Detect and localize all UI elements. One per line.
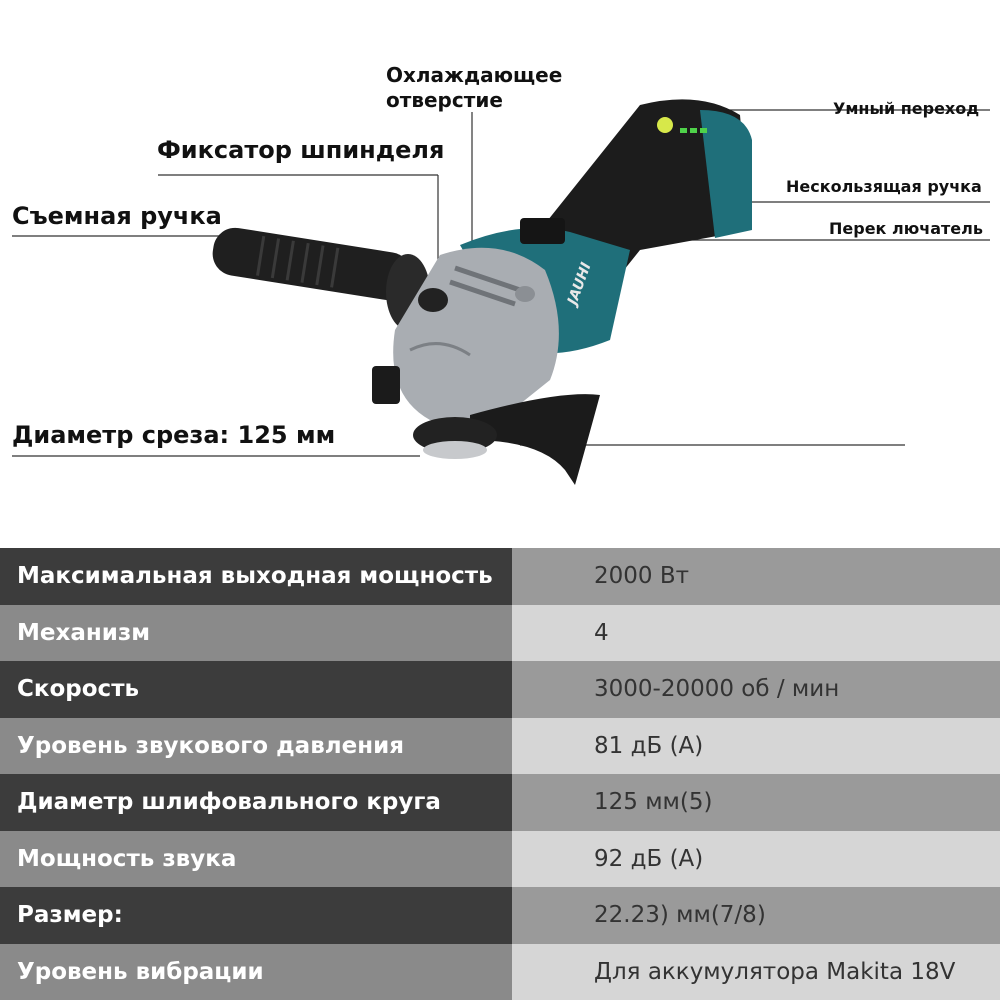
product-illustration-area: JAUHI Охлаждающее отверстие Фиксатор шпи…	[12, 63, 990, 485]
spec-row: Уровень звукового давления 81 дБ (A)	[0, 717, 1000, 774]
callout-removable-handle: Съемная ручка	[12, 202, 222, 230]
spec-value: 92 дБ (A)	[512, 830, 1000, 887]
disc-guard	[372, 366, 600, 485]
callout-smart-switch: Умный переход	[833, 99, 980, 118]
spec-value: Для аккумулятора Makita 18V	[512, 943, 1000, 1000]
callout-switch: Перек лючатель	[829, 219, 983, 238]
spec-row: Диаметр шлифовального круга 125 мм(5)	[0, 774, 1000, 831]
callout-cooling-vent: Охлаждающее отверстие	[386, 63, 563, 112]
spec-value: 2000 Вт	[512, 548, 1000, 605]
spec-row: Размер: 22.23) мм(7/8)	[0, 887, 1000, 944]
callout-cut-diameter: Диаметр среза: 125 мм	[12, 421, 336, 449]
spec-row: Механизм 4	[0, 604, 1000, 661]
spec-value: 125 мм(5)	[512, 774, 1000, 831]
spec-label: Механизм	[0, 604, 512, 661]
spec-label: Диаметр шлифовального круга	[0, 774, 512, 831]
spec-label: Размер:	[0, 887, 512, 944]
gear-head	[393, 247, 559, 420]
spec-label: Скорость	[0, 661, 512, 718]
specifications-table: Максимальная выходная мощность 2000 Вт М…	[0, 548, 1000, 1000]
callout-spindle-lock: Фиксатор шпинделя	[157, 136, 445, 164]
spec-value: 81 дБ (A)	[512, 717, 1000, 774]
spec-label: Уровень вибрации	[0, 943, 512, 1000]
spec-row: Максимальная выходная мощность 2000 Вт	[0, 548, 1000, 605]
side-handle	[212, 227, 430, 330]
spec-label: Мощность звука	[0, 830, 512, 887]
spec-row: Скорость 3000-20000 об / мин	[0, 661, 1000, 718]
callout-non-slip-handle: Нескользящая ручка	[786, 177, 982, 196]
spec-value: 22.23) мм(7/8)	[512, 887, 1000, 944]
spec-label: Уровень звукового давления	[0, 717, 512, 774]
spec-row: Мощность звука 92 дБ (A)	[0, 830, 1000, 887]
spec-value: 3000-20000 об / мин	[512, 661, 1000, 718]
spec-value: 4	[512, 604, 1000, 661]
spec-row: Уровень вибрации Для аккумулятора Makita…	[0, 943, 1000, 1000]
angle-grinder-image: JAUHI	[12, 99, 990, 485]
spec-label: Максимальная выходная мощность	[0, 548, 512, 605]
